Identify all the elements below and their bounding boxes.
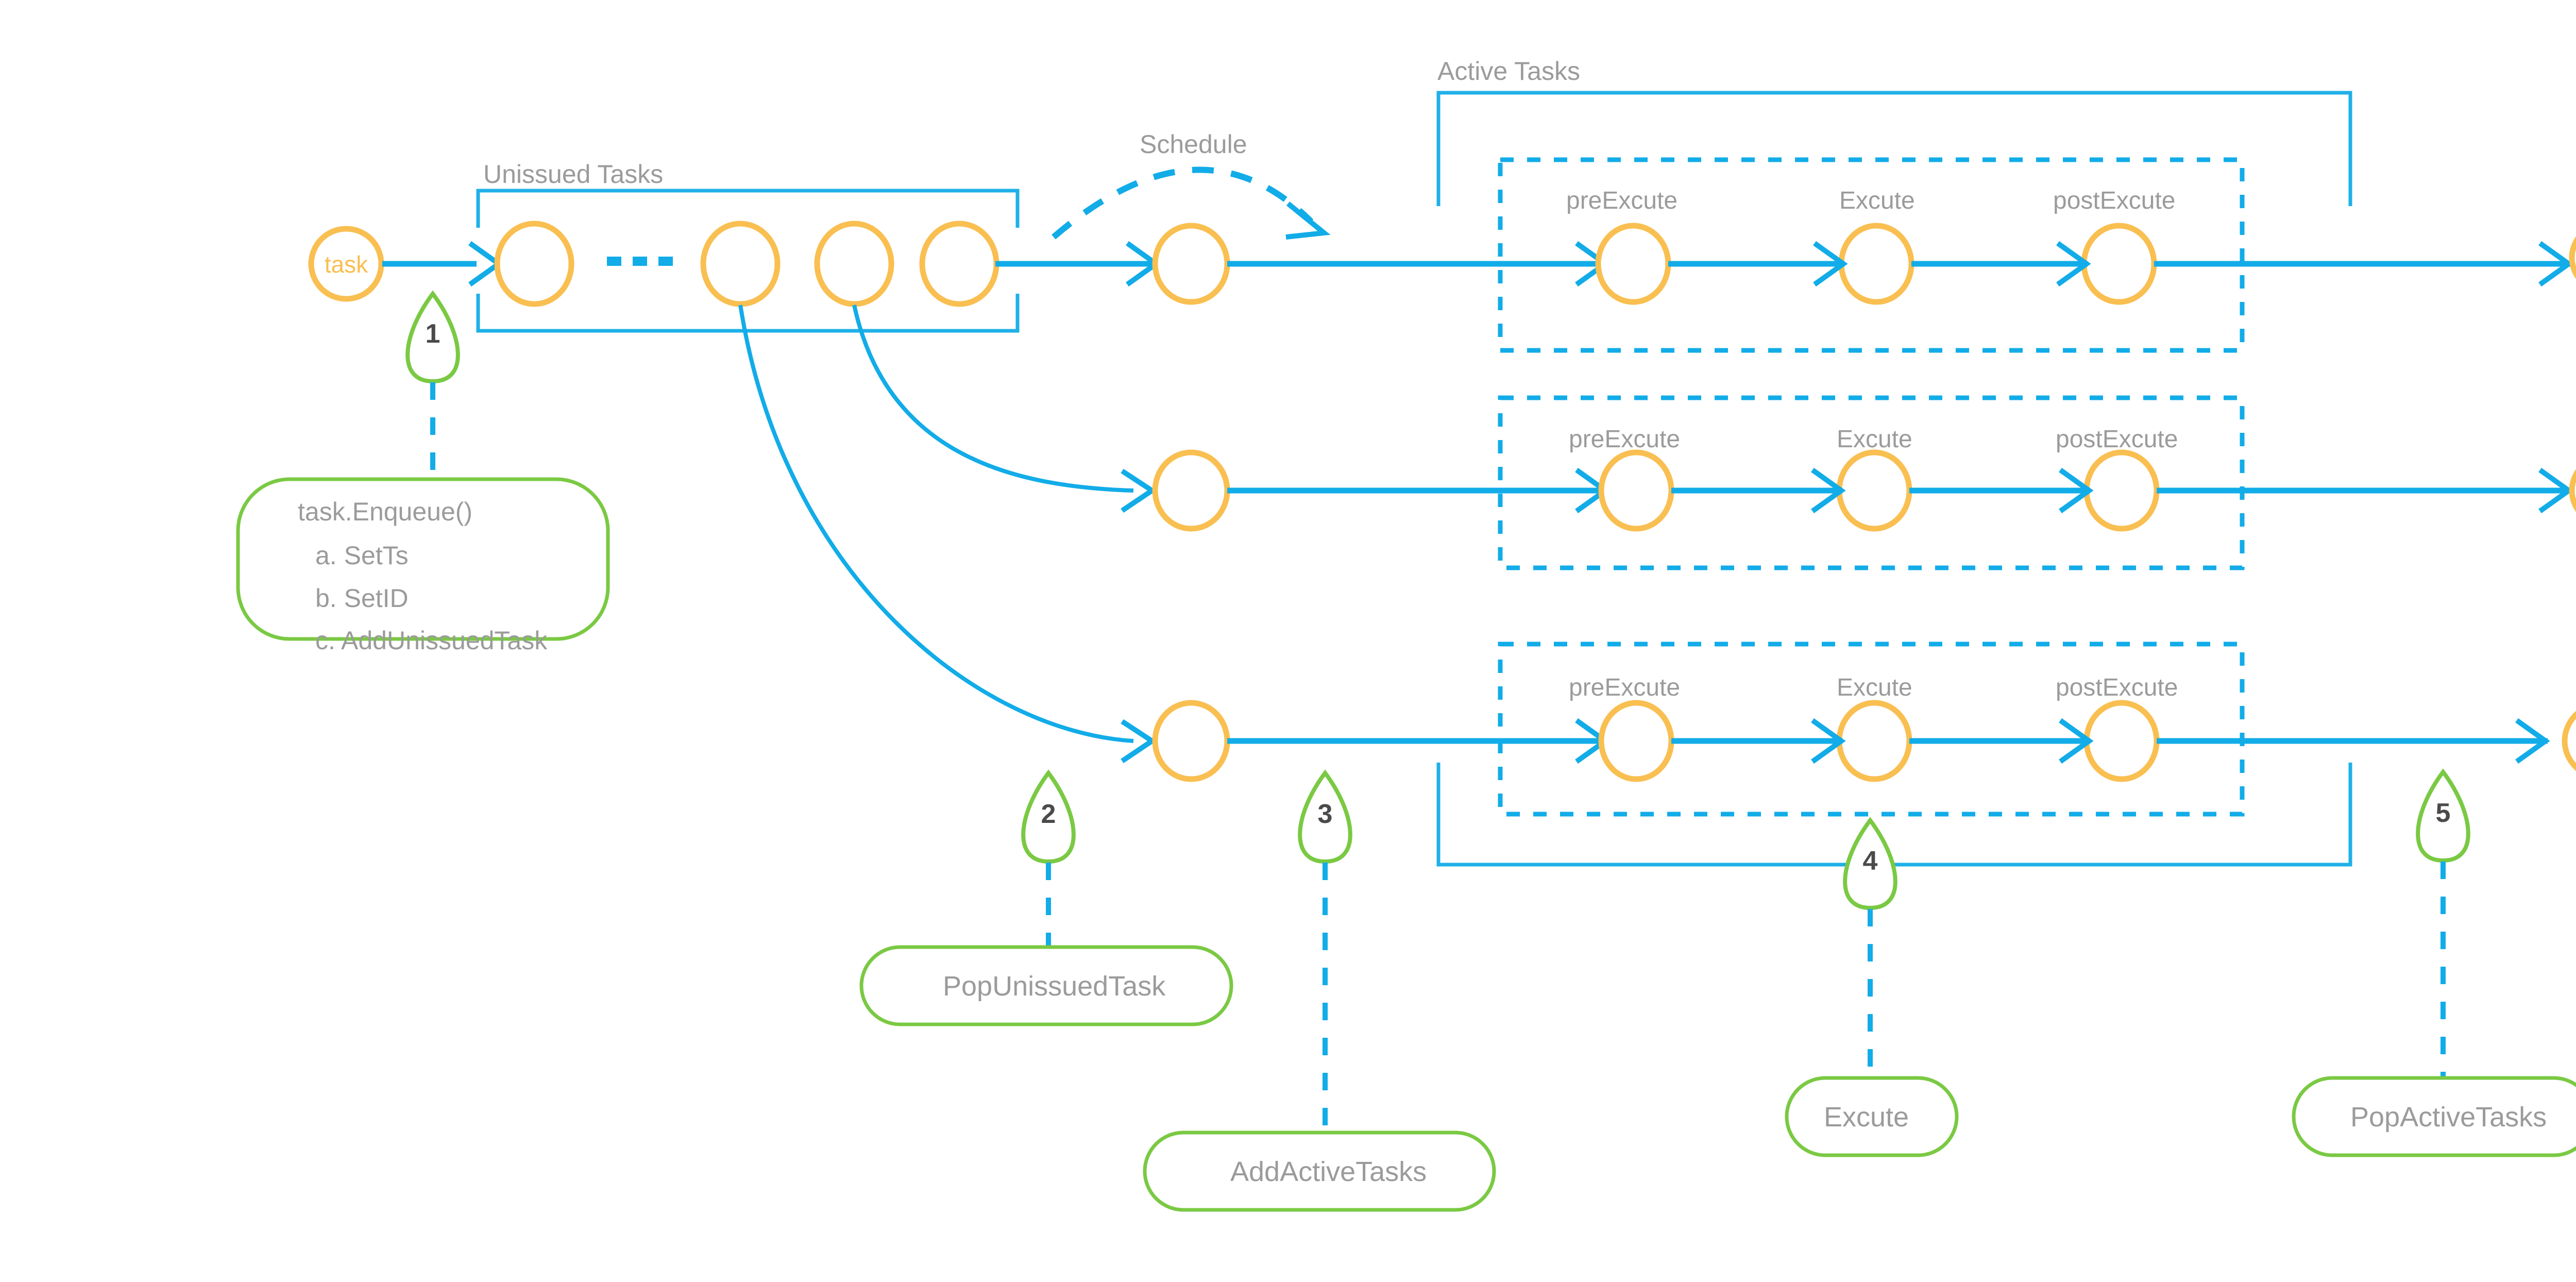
row1-pre-node xyxy=(1595,223,1671,305)
schedule-arc xyxy=(1052,166,1331,240)
edge-queue-to-row2 xyxy=(852,305,1157,513)
row2-main-label: Excute xyxy=(1837,426,1912,453)
callout-enqueue-line-a: a. SetTs xyxy=(315,541,409,570)
edge-task-to-queue xyxy=(382,241,503,287)
row3-pre-label: preExcute xyxy=(1569,674,1680,701)
row3-scheduled-node xyxy=(1152,700,1230,782)
unissued-node-2 xyxy=(700,221,781,307)
schedule-label: Schedule xyxy=(1140,130,1247,159)
row3-pre-node xyxy=(1598,700,1674,782)
marker-3-number: 3 xyxy=(1318,799,1333,829)
marker-4[interactable]: 4 xyxy=(1843,817,1897,1078)
row-3: preExcute Excute postExcute xyxy=(1152,642,2576,817)
row3-post-node xyxy=(2083,700,2160,782)
seed-task-label: task xyxy=(325,251,368,278)
callout-excute-label: Excute xyxy=(1824,1102,1909,1133)
row2-post-label: postExcute xyxy=(2056,426,2178,453)
row1-pre-label: preExcute xyxy=(1566,187,1677,214)
row1-post-node xyxy=(2081,223,2157,305)
row3-terminal-node xyxy=(2562,711,2576,771)
row2-main-node xyxy=(1836,449,1912,532)
marker-1-number: 1 xyxy=(426,319,440,349)
callout-enqueue[interactable]: task.Enqueue() a. SetTs b. SetID c. AddU… xyxy=(236,477,610,655)
unissued-node-1 xyxy=(494,221,574,307)
queue-ellipsis xyxy=(607,257,673,266)
unissued-tasks-label: Unissued Tasks xyxy=(483,160,663,189)
edge-queue-to-row3 xyxy=(738,305,1157,764)
callout-add-active[interactable]: AddActiveTasks xyxy=(1143,1131,1496,1212)
row3-post-label: postExcute xyxy=(2056,674,2178,701)
marker-3[interactable]: 3 xyxy=(1298,769,1352,1133)
row3-main-node xyxy=(1836,700,1912,782)
row2-pre-label: preExcute xyxy=(1569,426,1680,453)
row2-scheduled-node xyxy=(1152,449,1230,532)
row-2: preExcute Excute postExcute xyxy=(1152,395,2576,570)
callout-enqueue-line-b: b. SetID xyxy=(315,584,409,613)
marker-4-number: 4 xyxy=(1863,846,1878,876)
unissued-tasks-bracket xyxy=(476,189,1020,333)
row1-main-node xyxy=(1838,223,1914,305)
marker-2[interactable]: 2 xyxy=(1021,769,1076,947)
row2-post-node xyxy=(2083,449,2160,532)
callout-pop-active[interactable]: PopActiveTasks xyxy=(2292,1076,2576,1157)
row3-main-label: Excute xyxy=(1837,674,1912,701)
marker-5-number: 5 xyxy=(2436,798,2451,828)
callout-pop-unissued[interactable]: PopUnissuedTask xyxy=(859,945,1233,1026)
row1-terminal-node xyxy=(2569,236,2576,279)
row2-pre-node xyxy=(1598,449,1674,532)
callout-pop-unissued-label: PopUnissuedTask xyxy=(943,971,1166,1002)
row1-pipeline-box xyxy=(1498,157,2245,353)
callout-add-active-label: AddActiveTasks xyxy=(1230,1156,1427,1187)
marker-5[interactable]: 5 xyxy=(2416,768,2470,1078)
callout-enqueue-line-c: c. AddUnissuedTask xyxy=(315,626,548,655)
row1-post-label: postExcute xyxy=(2053,187,2175,214)
row1-scheduled-node xyxy=(1152,223,1230,305)
seed-task-node: task xyxy=(308,226,384,302)
row2-terminal-node xyxy=(2569,469,2576,512)
callout-excute[interactable]: Excute xyxy=(1785,1076,1959,1157)
unissued-node-3 xyxy=(814,221,894,307)
row-1: preExcute Excute postExcute xyxy=(1152,157,2576,353)
row1-main-label: Excute xyxy=(1839,187,1915,214)
active-tasks-label: Active Tasks xyxy=(1437,57,1580,86)
edge-queue-to-row1 xyxy=(995,241,1161,287)
unissued-node-4 xyxy=(919,221,999,307)
marker-1[interactable]: 1 xyxy=(405,290,460,479)
callout-enqueue-title: task.Enqueue() xyxy=(298,497,472,526)
marker-2-number: 2 xyxy=(1041,799,1056,829)
callout-pop-active-label: PopActiveTasks xyxy=(2350,1102,2547,1133)
